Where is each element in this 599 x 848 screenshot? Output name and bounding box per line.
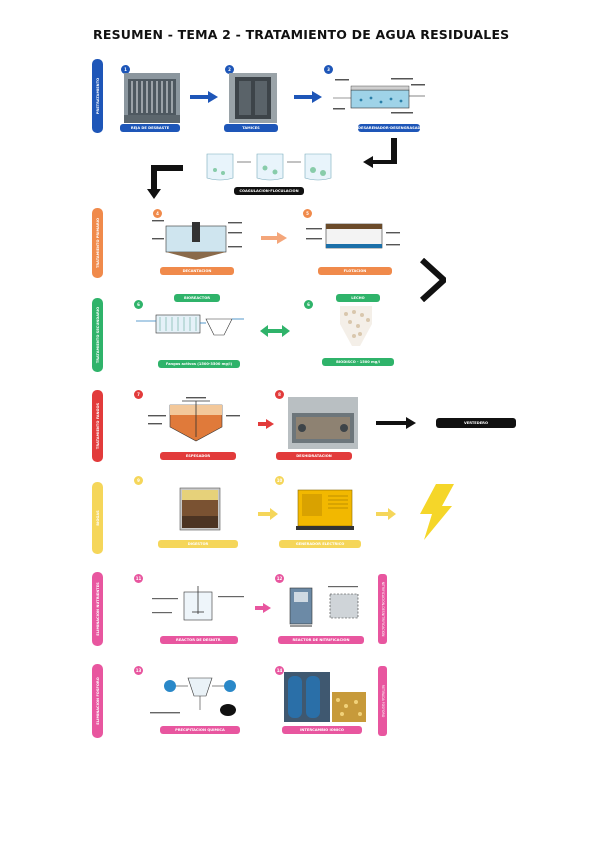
step-label-deshidratacion: DESHIDRATACION: [276, 452, 352, 460]
page-title: RESUMEN - TEMA 2 - TRATAMIENTO DE AGUA R…: [93, 27, 510, 42]
step-label-tamices: TAMICES: [224, 124, 278, 132]
band-tratamiento-secundario: TRATAMIENTO SECUNDARIO: [92, 298, 103, 372]
tab-nitrificacion-desnitrificacion: NITRIFICACION-DESNITRIFICACION: [378, 574, 387, 644]
step-label-decantacion: DECANTACION: [160, 267, 234, 275]
step-number: 14: [275, 666, 284, 675]
band-label: BIOGAS: [95, 510, 100, 526]
step-label-vertedero: VERTEDERO: [436, 418, 516, 428]
reja-image: [124, 73, 180, 123]
flotacion-diagram: [306, 216, 402, 260]
precipitacion-diagram: [150, 672, 246, 720]
step-number: 2: [225, 65, 234, 74]
step-number: 1: [121, 65, 130, 74]
step-number: 7: [134, 390, 143, 399]
decantacion-diagram: [152, 216, 244, 262]
chevron-right-icon: [420, 258, 446, 302]
band-label: ELIMINACION FOSFORO: [95, 677, 100, 725]
tamices-image: [229, 73, 277, 123]
step-number: 10: [275, 476, 284, 485]
step-number: 13: [134, 666, 143, 675]
band-label: TRATAMIENTO SECUNDARIO: [95, 306, 100, 364]
biodisco-image: [330, 306, 382, 352]
band-tratamiento-fangos: TRATAMIENTO FANGOS: [92, 390, 103, 462]
reactor-desnitr-diagram: [150, 582, 246, 626]
arrow-right-icon: [258, 419, 274, 429]
step-number: 3: [324, 65, 333, 74]
arrow-right-icon: [261, 232, 287, 244]
arrow-right-icon: [255, 603, 271, 613]
step-label-flotacion: FLOTACION: [318, 267, 392, 275]
band-label: TRATAMIENTO FANGOS: [95, 402, 100, 450]
band-eliminacion-fosforo: ELIMINACION FOSFORO: [92, 664, 103, 738]
band-eliminacion-nutrientes: ELIMINACION NUTRIENTES: [92, 572, 103, 646]
step-label-intercambio: INTERCAMBIO IONICO: [282, 726, 362, 734]
tab-retirada-fosforo: RETIRADA FOSFORO: [378, 666, 387, 736]
step-label-biodisco: BIODISCO - 1500 mg/l: [322, 358, 394, 366]
tag-bioreactor: BIOREACTOR: [174, 294, 220, 302]
step-number: 5: [303, 209, 312, 218]
arrow-down-left-icon: [363, 138, 397, 168]
arrow-right-icon: [376, 417, 416, 429]
band-label: ELIMINACION NUTRIENTES: [95, 582, 100, 636]
desarenador-diagram: [331, 76, 427, 122]
step-label-precipitacion: PRECIPITACION QUIMICA: [160, 726, 240, 734]
step-label-generador: GENERADOR ELECTRICO: [279, 540, 361, 548]
step-label-espesador: ESPESADOR: [160, 452, 236, 460]
double-arrow-icon: [260, 325, 290, 337]
step-number: 6: [304, 300, 313, 309]
deshidratacion-image: [288, 397, 358, 449]
band-pretratamiento: PRETRATAMIENTO: [92, 59, 103, 133]
step-number: 6: [134, 300, 143, 309]
step-label-reactor-nitrificacion: REACTOR DE NITRIFICACION: [278, 636, 364, 644]
digestor-diagram: [174, 484, 226, 534]
arrow-left-down-icon: [147, 165, 183, 199]
band-label: PRETRATAMIENTO: [95, 77, 100, 115]
band-tratamiento-primario: TRATAMIENTO PRIMARIO: [92, 208, 103, 278]
arrow-right-icon: [294, 91, 322, 103]
right-tab-label: NITRIFICACION-DESNITRIFICACION: [380, 581, 385, 637]
coagulacion-image: [205, 148, 333, 182]
bioreactor-diagram: [136, 307, 244, 343]
arrow-right-icon: [258, 508, 278, 520]
generador-image: [294, 484, 356, 532]
step-number: 9: [134, 476, 143, 485]
step-number: 8: [275, 390, 284, 399]
tag-lecho: LECHO: [336, 294, 380, 302]
intercambio-ionico-image: [284, 672, 366, 722]
step-label-reactor-desnitr: REACTOR DE DESNITR.: [160, 636, 238, 644]
step-label-desarenador: DESARENADOR-DESENGRASADOR: [358, 124, 420, 132]
arrow-right-icon: [376, 508, 396, 520]
step-label-fangos-activos: Fangos activos (1500-3500 mg/l): [158, 360, 240, 368]
espesador-diagram: [146, 397, 244, 445]
step-number: 4: [153, 209, 162, 218]
arrow-right-icon: [190, 91, 218, 103]
step-number: 11: [134, 574, 143, 583]
step-label-reja: REJA DE DESBASTE: [120, 124, 180, 132]
step-label-digestor: DIGESTOR: [158, 540, 238, 548]
step-number: 12: [275, 574, 284, 583]
lightning-icon: [420, 484, 454, 540]
reactor-nitrificacion-image: [284, 582, 366, 632]
band-label: TRATAMIENTO PRIMARIO: [95, 217, 100, 269]
step-label-coagulacion: COAGULACION-FLOCULACION: [234, 187, 304, 195]
right-tab-label: RETIRADA FOSFORO: [380, 684, 385, 718]
band-biogas: BIOGAS: [92, 482, 103, 554]
